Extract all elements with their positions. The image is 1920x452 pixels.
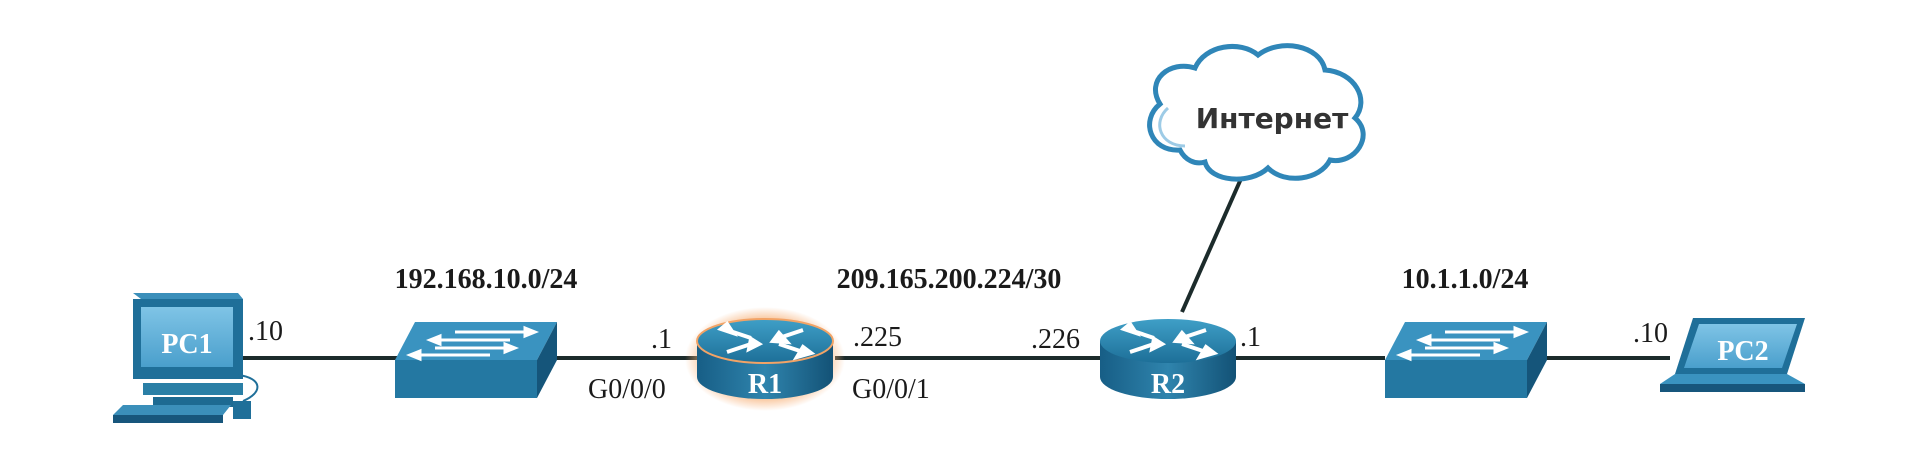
links [240,171,1670,360]
pc1-icon: PC1 [113,293,259,423]
r2-label: R2 [1151,369,1185,400]
internet-cloud: Интернет [1147,43,1366,182]
router-r1-icon: R1 [685,307,845,411]
switch1-icon [395,322,557,398]
pc2-address: .10 [1633,318,1668,349]
pc1-address: .10 [248,316,283,347]
pc2-icon: PC2 [1660,318,1805,392]
r1-wan-address: .225 [853,322,902,353]
internet-label: Интернет [1196,102,1349,135]
network-label-lan1: 192.168.10.0/24 [395,264,578,295]
r2-lan-address: .1 [1240,322,1261,353]
r1-interface-g0-0-0: G0/0/0 [588,374,666,405]
r1-interface-g0-0-1: G0/0/1 [852,374,930,405]
cloud-icon [1147,43,1366,182]
network-label-wan: 209.165.200.224/30 [837,264,1062,295]
pc1-label: PC1 [161,329,212,360]
pc2-label: PC2 [1717,336,1768,367]
r1-label: R1 [748,369,782,400]
switch2-icon [1385,322,1547,398]
link-r2-internet [1180,171,1246,313]
network-label-lan2: 10.1.1.0/24 [1402,264,1529,295]
router-r2-icon: R2 [1100,319,1236,400]
r1-lan-address: .1 [651,324,672,355]
r2-wan-address: .226 [1031,324,1080,355]
